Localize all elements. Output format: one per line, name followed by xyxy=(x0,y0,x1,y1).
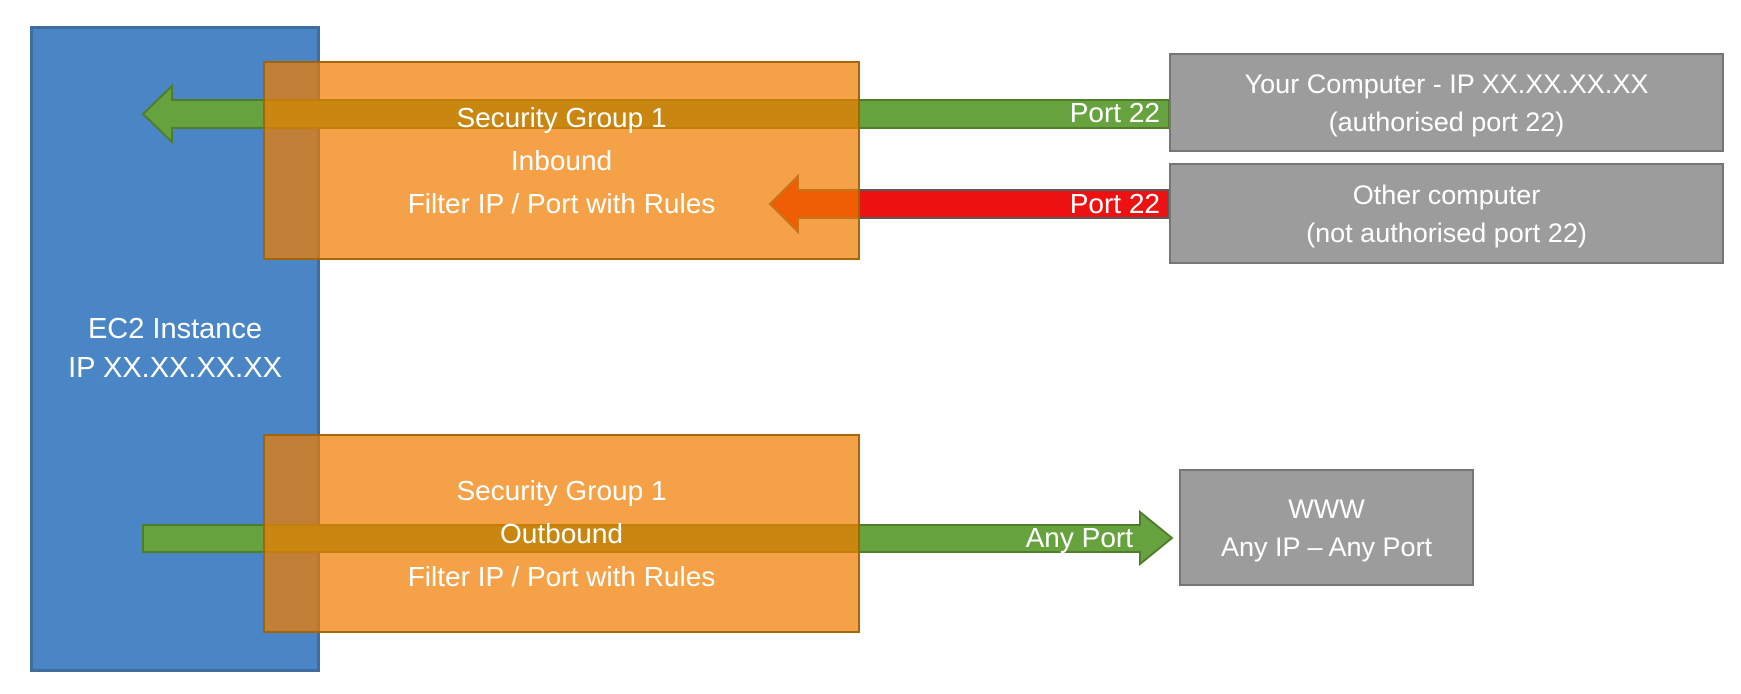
sg-outbound-direction: Outbound xyxy=(500,518,623,549)
other-computer-subtitle: (not authorised port 22) xyxy=(1306,217,1587,248)
ec2-instance-title: EC2 Instance xyxy=(87,313,263,345)
sg-outbound-name: Security Group 1 xyxy=(456,475,667,506)
www-box: WWW Any IP – Any Port xyxy=(1179,469,1474,586)
your-computer-box: Your Computer - IP XX.XX.XX.XX (authoris… xyxy=(1169,53,1724,152)
security-group-outbound-box: Security Group 1 Outbound Filter IP / Po… xyxy=(263,434,860,633)
security-group-inbound-box: Security Group 1 Inbound Filter IP / Por… xyxy=(263,61,860,260)
www-subtitle: Any IP – Any Port xyxy=(1220,531,1433,562)
ec2-instance-ip: IP XX.XX.XX.XX xyxy=(68,352,282,384)
inbound-blocked-port-label: Port 22 xyxy=(1069,188,1160,219)
sg-outbound-rule: Filter IP / Port with Rules xyxy=(407,561,716,592)
inbound-allowed-port-label: Port 22 xyxy=(1069,97,1160,128)
sg-inbound-name: Security Group 1 xyxy=(456,102,667,133)
other-computer-box: Other computer (not authorised port 22) xyxy=(1169,163,1724,264)
your-computer-subtitle: (authorised port 22) xyxy=(1328,106,1565,137)
www-title: WWW xyxy=(1288,493,1365,524)
sg-inbound-rule: Filter IP / Port with Rules xyxy=(407,188,716,219)
other-computer-title: Other computer xyxy=(1352,179,1541,210)
sg-inbound-direction: Inbound xyxy=(510,145,613,176)
your-computer-title: Your Computer - IP XX.XX.XX.XX xyxy=(1244,68,1649,99)
outbound-port-label: Any Port xyxy=(1025,522,1133,553)
